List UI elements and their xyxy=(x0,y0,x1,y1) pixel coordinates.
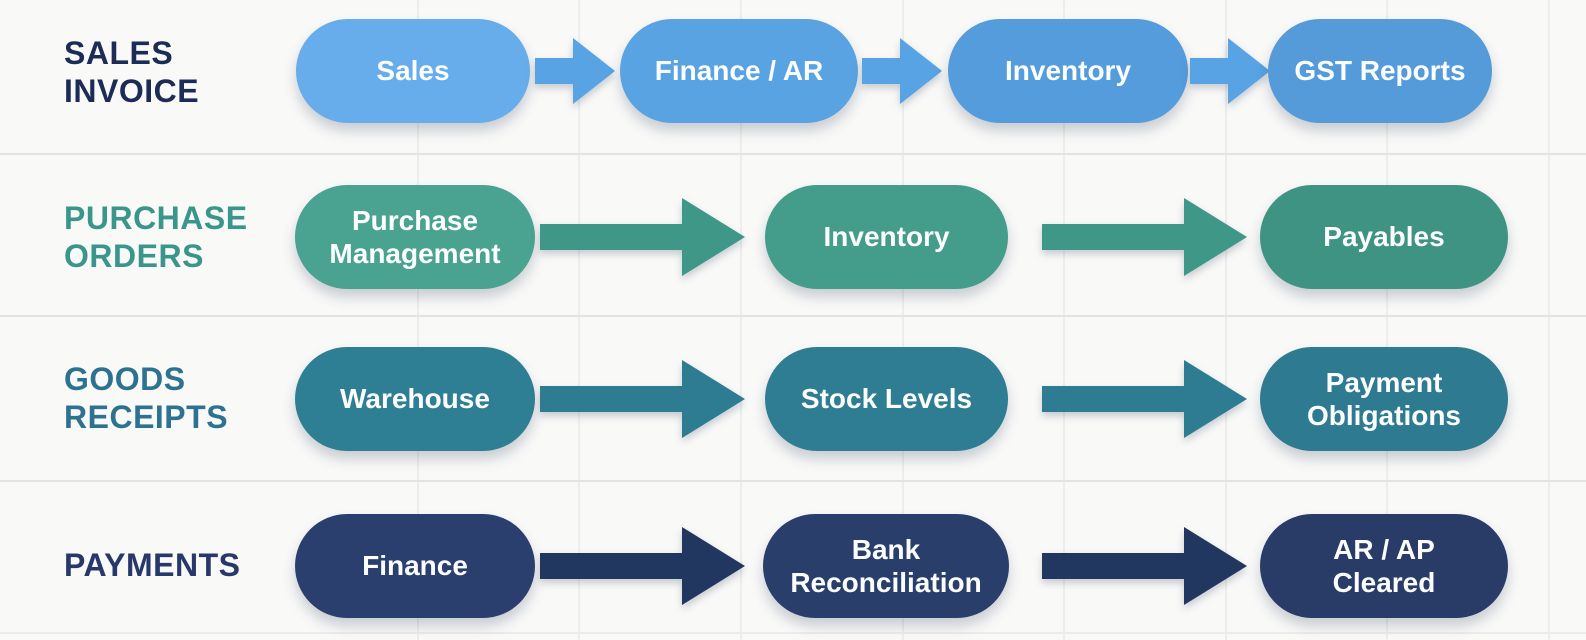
node-ar-ap-cleared: AR / AP Cleared xyxy=(1260,514,1508,618)
row-separator xyxy=(0,632,1586,634)
node-payables: Payables xyxy=(1260,185,1508,289)
row-separator xyxy=(0,480,1586,482)
gridline xyxy=(1225,0,1227,640)
node-warehouse: Warehouse xyxy=(295,347,535,451)
gridline xyxy=(1063,0,1065,640)
node-purchase-management: Purchase Management xyxy=(295,185,535,289)
row-label-payments: PAYMENTS xyxy=(64,547,241,583)
arrow-right-icon xyxy=(1042,198,1247,276)
gridline xyxy=(902,0,904,640)
gridline xyxy=(578,0,580,640)
row-label-sales-invoice: SALES INVOICE xyxy=(64,35,200,110)
gridline xyxy=(417,0,419,640)
gridline xyxy=(740,0,742,640)
arrow-right-icon xyxy=(1190,38,1270,104)
arrow-right-icon xyxy=(1042,360,1247,438)
row-separator xyxy=(0,315,1586,317)
node-inventory-purchase: Inventory xyxy=(765,185,1008,289)
node-finance-ar: Finance / AR xyxy=(620,19,858,123)
arrow-right-icon xyxy=(540,360,745,438)
node-stock-levels: Stock Levels xyxy=(765,347,1008,451)
row-label-goods-receipts: GOODS RECEIPTS xyxy=(64,361,229,436)
arrow-right-icon xyxy=(540,198,745,276)
node-sales: Sales xyxy=(296,19,530,123)
node-finance: Finance xyxy=(295,514,535,618)
node-inventory-sales: Inventory xyxy=(948,19,1188,123)
arrow-right-icon xyxy=(1042,527,1247,605)
arrow-right-icon xyxy=(540,527,745,605)
node-payment-obligations: Payment Obligations xyxy=(1260,347,1508,451)
arrow-right-icon xyxy=(535,38,615,104)
node-bank-reconciliation: Bank Reconciliation xyxy=(763,514,1009,618)
node-gst-reports: GST Reports xyxy=(1268,19,1492,123)
gridline xyxy=(1386,0,1388,640)
row-separator xyxy=(0,153,1586,155)
arrow-right-icon xyxy=(862,38,942,104)
gridline xyxy=(1548,0,1550,640)
row-label-purchase-orders: PURCHASE ORDERS xyxy=(64,200,248,275)
